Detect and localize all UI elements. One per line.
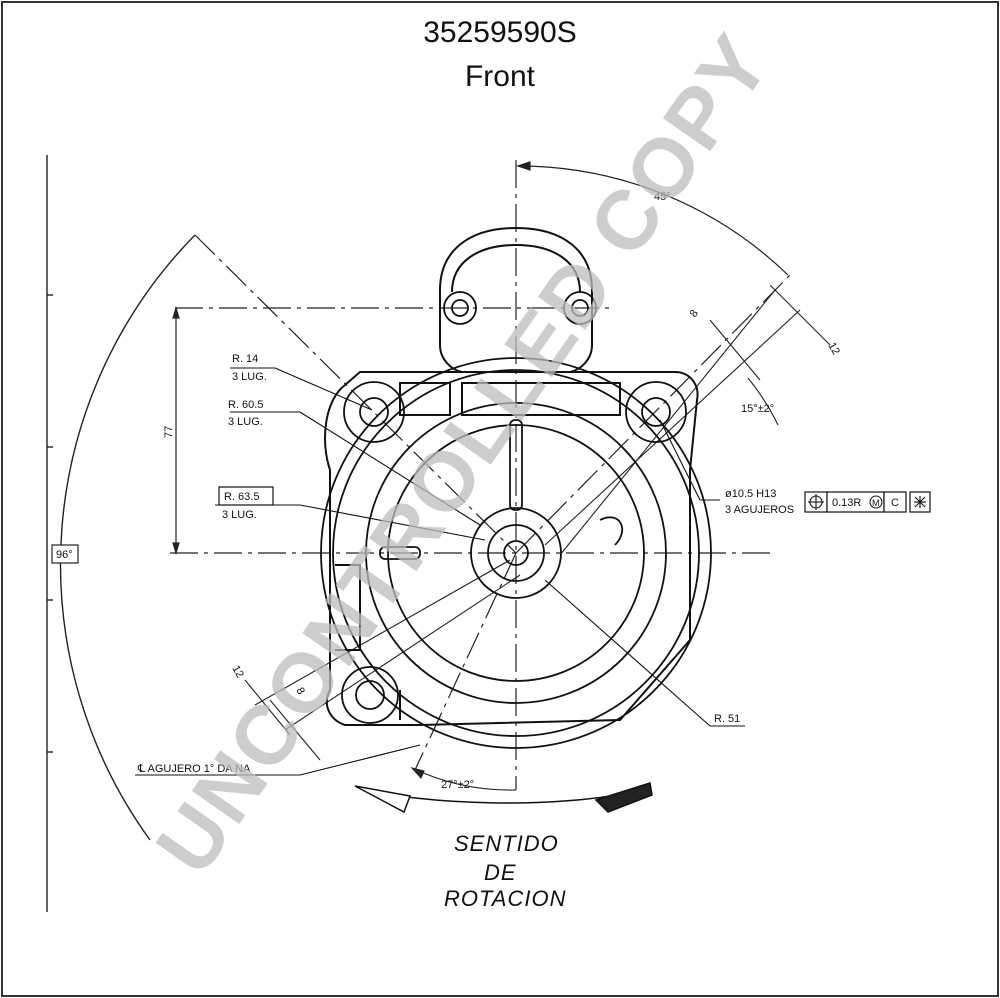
tolerance-modifier: M bbox=[872, 498, 880, 508]
slot-8-bottom-label: 8 bbox=[293, 686, 306, 697]
position-icon bbox=[808, 494, 824, 510]
r635-sub-label: 3 LUG. bbox=[222, 509, 257, 521]
angle-15-label: 15°±2° bbox=[741, 403, 774, 415]
r605-sub-label: 3 LUG. bbox=[228, 416, 263, 428]
slot-dimension-bottom bbox=[244, 559, 521, 761]
view-title: Front bbox=[464, 60, 536, 93]
slot-8-top-label: 8 bbox=[688, 308, 701, 320]
angle-45-label: 45° bbox=[654, 191, 671, 203]
slot-12-top-label: 12 bbox=[825, 341, 842, 358]
tolerance-datum: C bbox=[891, 497, 899, 509]
hole-label: ø10.5 H13 bbox=[725, 488, 776, 500]
rotation-line2: DE bbox=[484, 860, 517, 885]
overall-angle-label: 96° bbox=[56, 549, 73, 561]
tolerance-value: 0.13R bbox=[832, 497, 861, 509]
r14-sub-label: 3 LUG. bbox=[232, 371, 267, 383]
rotation-arrow-icon bbox=[354, 782, 653, 814]
agujero-label: ℄ AGUJERO 1° DA NA bbox=[137, 763, 251, 775]
r51-label: R. 51 bbox=[714, 713, 740, 725]
hole-sub-label: 3 AGUJEROS bbox=[725, 504, 794, 516]
height-label: 77 bbox=[163, 426, 175, 438]
leader-lines bbox=[135, 367, 745, 776]
rotation-line1: SENTIDO bbox=[454, 831, 559, 856]
angle-15-arc bbox=[747, 377, 779, 426]
part-number-title: 35259590S bbox=[423, 16, 577, 49]
mounting-lugs bbox=[341, 291, 687, 724]
r635-label: R. 63.5 bbox=[224, 491, 259, 503]
height-dimension bbox=[172, 305, 180, 556]
modifier-circle-icon bbox=[869, 495, 883, 509]
rotation-line3: ROTACION bbox=[444, 886, 566, 911]
r14-label: R. 14 bbox=[232, 353, 258, 365]
asterisk-icon bbox=[914, 496, 926, 508]
overall-dimension bbox=[46, 155, 196, 912]
angle-27-label: 27°±2° bbox=[441, 779, 474, 791]
slot-12-bottom-label: 12 bbox=[229, 664, 246, 681]
r605-label: R. 60.5 bbox=[228, 399, 263, 411]
starter-body bbox=[320, 357, 712, 749]
angle-45-dimension bbox=[516, 161, 789, 276]
slot-dimension-top bbox=[544, 284, 831, 556]
angle-27-dimension bbox=[410, 767, 517, 791]
